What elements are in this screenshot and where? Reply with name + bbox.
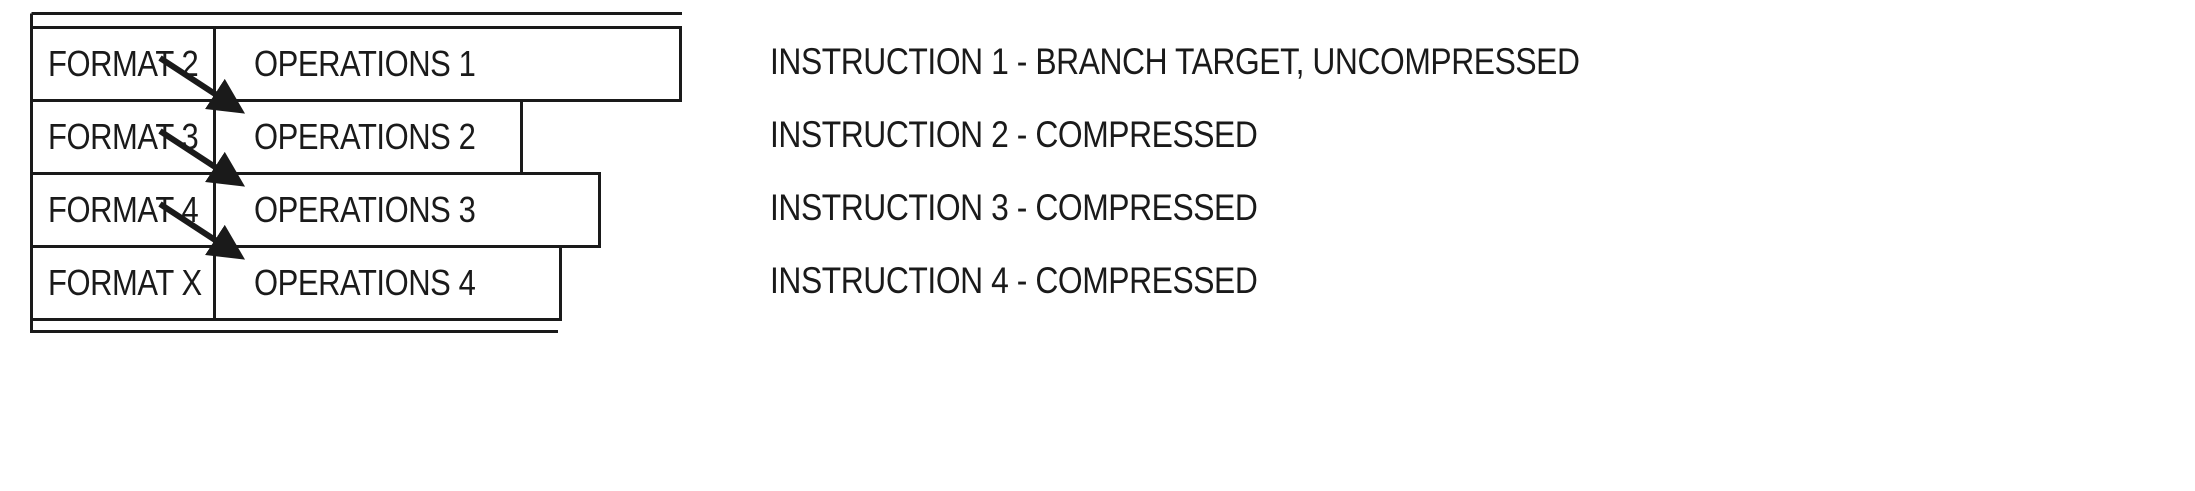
operations-label-row4: OPERATIONS 4: [254, 262, 476, 303]
instruction-description-2: INSTRUCTION 2 - COMPRESSED: [770, 114, 1258, 155]
instruction-description-4: INSTRUCTION 4 - COMPRESSED: [770, 260, 1258, 301]
format-box-row3: FORMAT 4: [30, 172, 216, 248]
operations-box-row1: OPERATIONS 1: [213, 26, 682, 102]
format-label-row1: FORMAT 2: [48, 43, 199, 84]
format-label-row2: FORMAT 3: [48, 116, 199, 157]
instruction-description-1: INSTRUCTION 1 - BRANCH TARGET, UNCOMPRES…: [770, 41, 1580, 82]
operations-label-row2: OPERATIONS 2: [254, 116, 476, 157]
format-label-row4: FORMAT X: [48, 262, 202, 303]
operations-box-row4: OPERATIONS 4: [213, 245, 562, 321]
format-label-row3: FORMAT 4: [48, 189, 199, 230]
format-box-row1: FORMAT 2: [30, 26, 216, 102]
operations-label-row1: OPERATIONS 1: [254, 43, 476, 84]
operations-label-row3: OPERATIONS 3: [254, 189, 476, 230]
format-box-row2: FORMAT 3: [30, 99, 216, 175]
operations-box-row3: OPERATIONS 3: [213, 172, 601, 248]
instruction-description-3: INSTRUCTION 3 - COMPRESSED: [770, 187, 1258, 228]
operations-box-row2: OPERATIONS 2: [213, 99, 523, 175]
format-box-row4: FORMAT X: [30, 245, 216, 321]
